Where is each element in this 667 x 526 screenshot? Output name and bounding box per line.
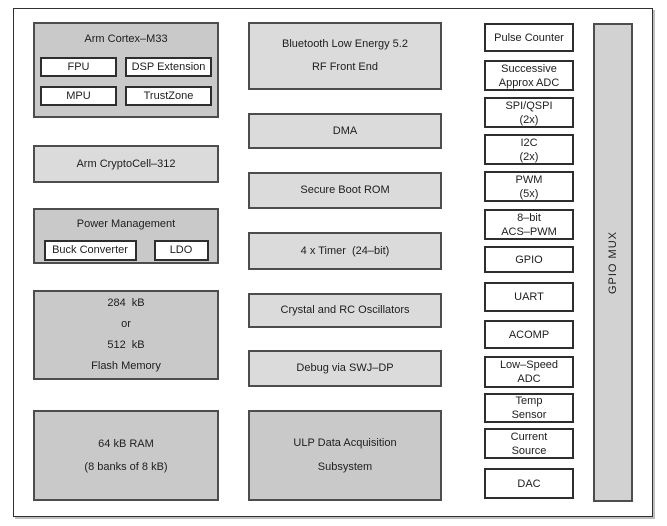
current-source-line-1: Current: [510, 430, 548, 443]
power-subblock-row: Buck Converter LDO: [43, 240, 209, 261]
box-pulse-counter: Pulse Counter: [484, 23, 574, 52]
timer-label: 4 x Timer (24–bit): [300, 244, 390, 257]
low-speed-adc-line-1: Low–Speed: [499, 359, 559, 371]
box-dac: DAC: [484, 468, 574, 499]
box-acomp: ACOMP: [484, 320, 574, 349]
box-acs-pwm: 8–bit ACS–PWM: [484, 209, 574, 240]
block-ulp-data-acquisition: ULP Data Acquisition Subsystem: [248, 410, 442, 501]
cryptocell-label: Arm CryptoCell–312: [76, 157, 176, 170]
flash-line-3: 512 kB: [107, 339, 145, 351]
acs-pwm-line-1: 8–bit: [517, 211, 541, 224]
ulp-line-1: ULP Data Acquisition: [293, 437, 397, 449]
block-arm-cortex-m33: Arm Cortex–M33 FPU DSP Extension MPU Tru…: [33, 22, 219, 118]
box-temp-sensor: Temp Sensor: [484, 393, 574, 423]
subblock-buck-converter: Buck Converter: [43, 240, 137, 261]
acs-pwm-line-2: ACS–PWM: [501, 225, 557, 238]
oscillators-label: Crystal and RC Oscillators: [280, 304, 410, 316]
block-timer: 4 x Timer (24–bit): [248, 232, 442, 270]
sar-adc-line-1: Successive: [501, 62, 557, 75]
uart-label: UART: [514, 291, 544, 303]
box-i2c: I2C (2x): [484, 134, 574, 165]
current-source-line-2: Source: [511, 444, 547, 457]
debug-label: Debug via SWJ–DP: [296, 362, 394, 374]
dac-label: DAC: [517, 477, 541, 490]
subblock-dsp-extension: DSP Extension: [125, 57, 212, 77]
ulp-line-2: Subsystem: [317, 461, 373, 473]
cortex-subblock-grid: FPU DSP Extension MPU TrustZone: [40, 57, 212, 106]
block-gpio-mux: GPIO MUX: [593, 23, 633, 502]
block-arm-cryptocell-312: Arm CryptoCell–312: [33, 145, 219, 183]
ble-line-1: Bluetooth Low Energy 5.2: [282, 38, 408, 50]
flash-line-2: or: [121, 318, 131, 330]
pwm-line-2: (5x): [519, 187, 539, 200]
power-management-title: Power Management: [76, 218, 176, 230]
ble-line-2: RF Front End: [311, 61, 379, 73]
ram-line-1: 64 kB RAM: [98, 437, 154, 450]
box-current-source: Current Source: [484, 428, 574, 459]
block-bluetooth-le: Bluetooth Low Energy 5.2 RF Front End: [248, 22, 442, 90]
subblock-mpu: MPU: [40, 86, 117, 106]
sar-adc-line-2: Approx ADC: [498, 76, 560, 89]
block-flash-memory: 284 kB or 512 kB Flash Memory: [33, 290, 219, 380]
subblock-fpu: FPU: [40, 57, 117, 77]
secure-boot-rom-label: Secure Boot ROM: [300, 184, 390, 196]
block-oscillators: Crystal and RC Oscillators: [248, 293, 442, 328]
spi-line-2: (2x): [519, 113, 539, 126]
temp-sensor-line-1: Temp: [515, 395, 543, 407]
acomp-label: ACOMP: [508, 328, 550, 341]
box-uart: UART: [484, 282, 574, 312]
box-spi-qspi: SPI/QSPI (2x): [484, 97, 574, 128]
subblock-trustzone: TrustZone: [125, 86, 212, 106]
block-ram: 64 kB RAM (8 banks of 8 kB): [33, 410, 219, 501]
box-low-speed-adc: Low–Speed ADC: [484, 356, 574, 388]
block-secure-boot-rom: Secure Boot ROM: [248, 172, 442, 209]
block-debug-swj-dp: Debug via SWJ–DP: [248, 350, 442, 387]
pulse-counter-label: Pulse Counter: [494, 31, 564, 44]
dma-label: DMA: [332, 124, 358, 137]
low-speed-adc-line-2: ADC: [517, 373, 541, 385]
block-dma: DMA: [248, 113, 442, 149]
pwm-line-1: PWM: [515, 173, 543, 186]
box-successive-approx-adc: Successive Approx ADC: [484, 60, 574, 91]
box-pwm: PWM (5x): [484, 171, 574, 202]
subblock-ldo: LDO: [153, 240, 209, 261]
gpio-label: GPIO: [515, 253, 543, 266]
arm-cortex-m33-title: Arm Cortex–M33: [84, 33, 168, 45]
spi-line-1: SPI/QSPI: [505, 99, 553, 112]
flash-line-1: 284 kB: [107, 297, 145, 309]
ram-line-2: (8 banks of 8 kB): [84, 460, 168, 473]
i2c-line-1: I2C: [520, 136, 538, 149]
block-power-management: Power Management Buck Converter LDO: [33, 208, 219, 264]
temp-sensor-line-2: Sensor: [511, 409, 547, 421]
i2c-line-2: (2x): [519, 150, 539, 163]
flash-line-4: Flash Memory: [91, 360, 161, 372]
gpio-mux-label: GPIO MUX: [606, 230, 619, 294]
box-gpio: GPIO: [484, 246, 574, 273]
